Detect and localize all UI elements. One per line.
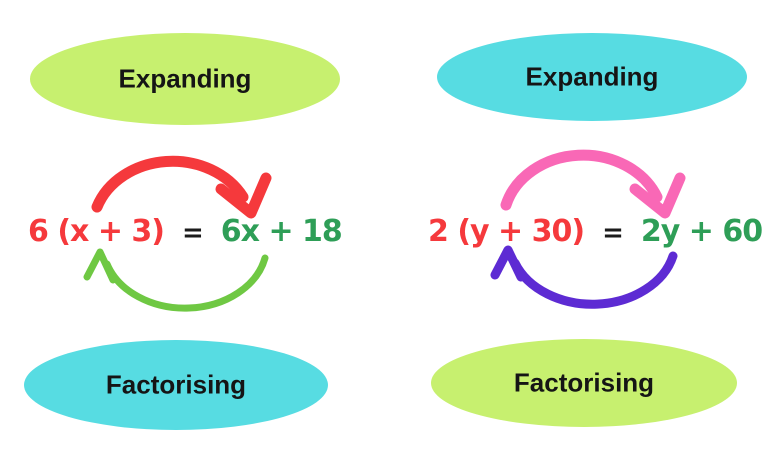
- equation-y: 2 (y + 30) = 2y + 60: [428, 212, 763, 253]
- expanding-label: Expanding: [525, 61, 659, 92]
- diagram-y-example: Expanding 2 (y + 30) = 2y + 60 Factorisi…: [384, 0, 768, 456]
- expanding-ellipse: [30, 33, 340, 125]
- diagram-y-canvas: [431, 33, 747, 427]
- factorising-label: Factorising: [105, 369, 247, 400]
- equation-x-lhs: 6 (x + 3): [28, 214, 165, 249]
- equation-x-rhs: 6x + 18: [220, 214, 343, 249]
- factorising-ellipse: [431, 339, 737, 427]
- diagram-x-example: Expanding 6 (x + 3) = 6x + 18 Factorisin…: [24, 33, 343, 430]
- equation-x: 6 (x + 3) = 6x + 18: [28, 212, 343, 253]
- expanding-ellipse: [437, 33, 747, 121]
- equation-y-equals: =: [602, 218, 624, 248]
- factorising-arrow-icon: [490, 245, 678, 309]
- equation-y-lhs: 2 (y + 30): [428, 214, 585, 249]
- expanding-arrow-icon: [500, 149, 686, 219]
- expanding-label: Expanding: [118, 63, 252, 94]
- factorising-arrow-icon: [83, 248, 269, 312]
- expanding-arrow-icon: [91, 155, 272, 219]
- equation-x-equals: =: [182, 218, 204, 248]
- diagram-x-canvas: [24, 33, 340, 430]
- equation-y-rhs: 2y + 60: [640, 214, 763, 249]
- factorising-ellipse: [24, 340, 328, 430]
- factorising-label: Factorising: [513, 367, 655, 398]
